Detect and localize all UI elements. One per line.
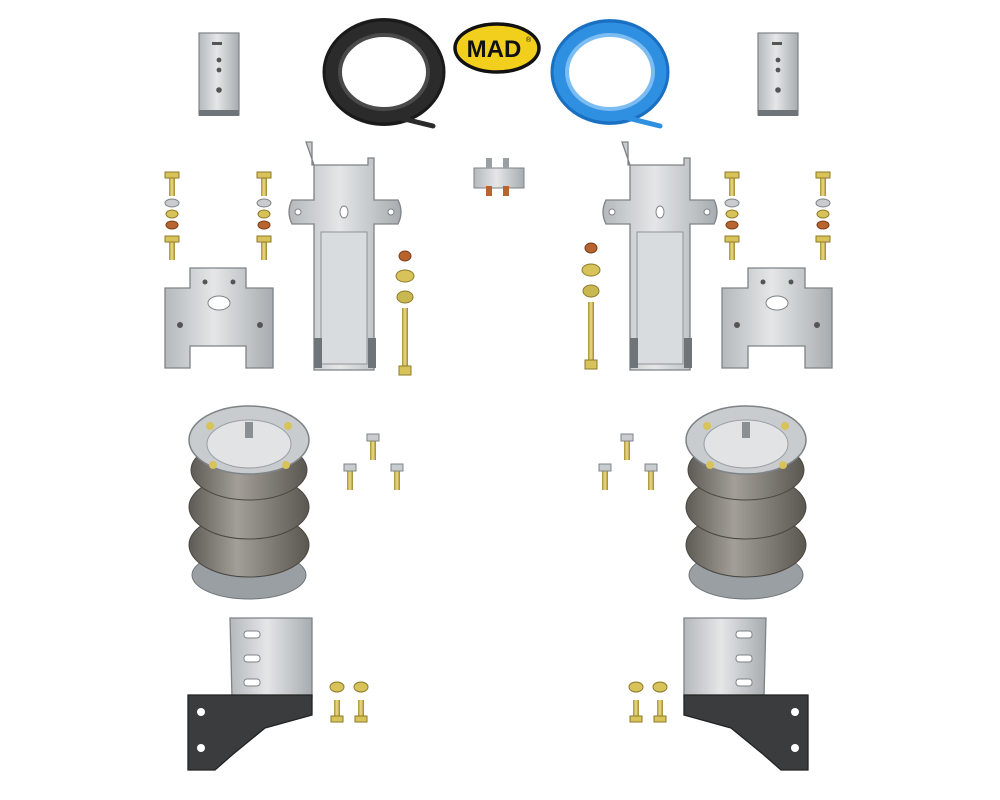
bolt-set-upper-right xyxy=(724,171,831,260)
lower-bracket-right xyxy=(683,617,809,771)
trademark-symbol: ® xyxy=(526,36,532,44)
bolt-set-spring-right xyxy=(598,433,658,490)
bolt-set-lower-right xyxy=(628,681,668,723)
upper-bracket-right xyxy=(602,141,718,371)
air-spring-left xyxy=(188,405,310,600)
black-air-line-coil xyxy=(322,18,446,129)
bolt-set-spring-left xyxy=(343,433,404,490)
bolt-set-lower-left xyxy=(329,681,369,723)
blue-air-line-coil xyxy=(550,19,670,129)
mount-plate-left xyxy=(164,267,274,369)
long-bolt-right xyxy=(581,242,601,370)
upper-bracket-left xyxy=(288,141,402,371)
mad-logo-text: MAD xyxy=(467,36,522,63)
top-plate-right xyxy=(757,32,799,116)
lower-bracket-left xyxy=(187,617,313,771)
long-bolt-left xyxy=(395,250,415,376)
air-spring-right xyxy=(685,405,807,600)
mount-plate-right xyxy=(721,267,833,369)
bolt-set-upper-left xyxy=(164,171,272,260)
top-plate-left xyxy=(198,32,240,116)
air-line-connector-block xyxy=(473,158,525,196)
mad-logo: MAD ® xyxy=(453,22,541,74)
